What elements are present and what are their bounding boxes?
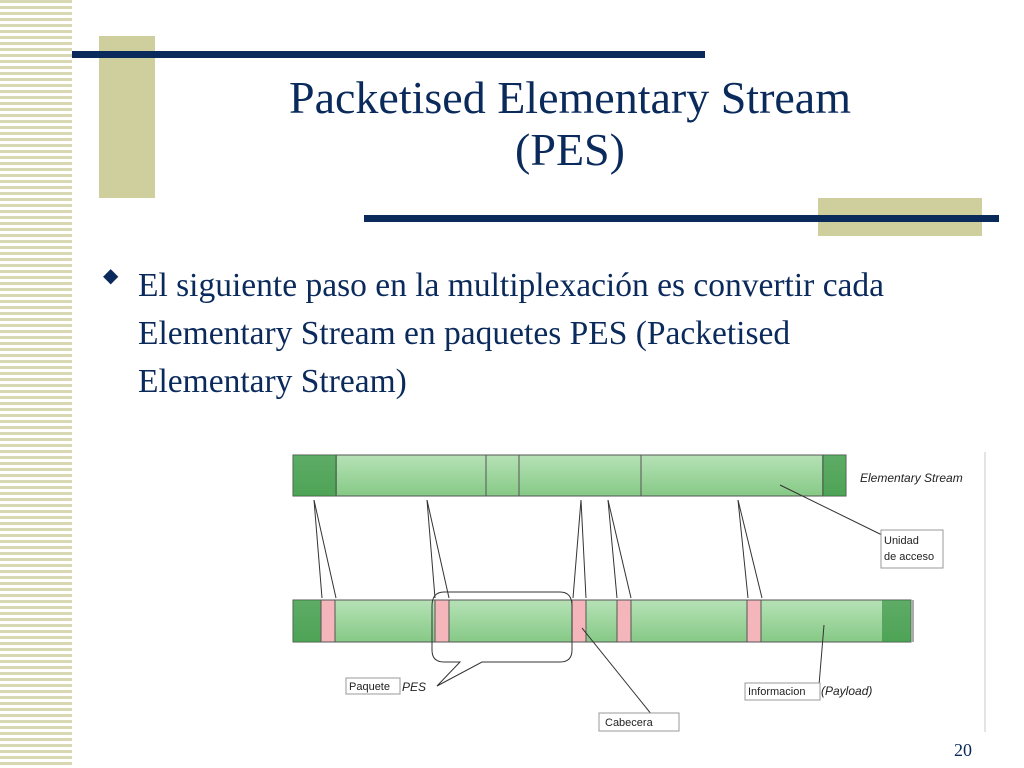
connector-lines (313, 484, 883, 716)
decorative-stripes (0, 0, 72, 768)
label-pes: PES (402, 680, 426, 694)
pes-header-segment (434, 599, 450, 643)
label-cabecera-box (598, 712, 680, 732)
pes-header-segment (616, 599, 632, 643)
label-cabecera: Cabecera (605, 717, 654, 729)
label-de-acceso: de acceso (884, 551, 934, 563)
label-payload: (Payload) (821, 684, 872, 698)
slide-title-line-1: Packetised Elementary Stream (288, 72, 852, 123)
label-informacion-box (744, 682, 821, 701)
label-elementary-stream: Elementary Stream (860, 471, 963, 485)
slide-title: Packetised Elementary Stream (PES) (160, 72, 980, 176)
diamond-bullet-icon: ◆ (103, 265, 119, 287)
label-informacion: Informacion (748, 686, 805, 698)
pes-header-segment (746, 599, 762, 643)
label-unidad: Unidad (884, 535, 919, 547)
label-unidad-box (880, 529, 944, 569)
slide-number: 20 (954, 740, 972, 760)
bullet-text: El siguiente paso en la multiplexación e… (138, 267, 885, 400)
slide-title-line-2: (PES) (515, 124, 625, 175)
pes-bar (292, 599, 914, 643)
decor-olive-block-left (99, 36, 155, 198)
pes-header-segment (571, 599, 587, 643)
pes-diagram: Elementary Stream Unidad de acceso Paque… (292, 452, 986, 732)
decor-line-bottom (364, 215, 999, 222)
elementary-stream-bar (292, 454, 847, 497)
label-paquete-box (345, 677, 401, 695)
decor-line-top (72, 51, 705, 58)
pes-packet-bubble (431, 591, 573, 687)
label-paquete: Paquete (349, 681, 390, 693)
pes-header-segment (320, 599, 336, 643)
